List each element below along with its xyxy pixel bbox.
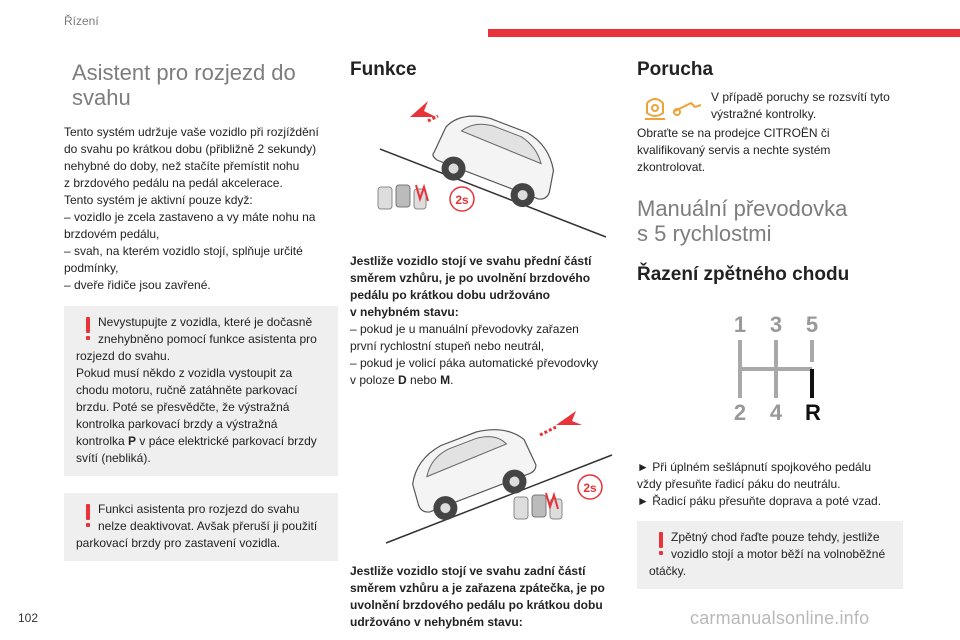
two-seconds-badge: 2s bbox=[583, 481, 597, 495]
text-line: Jestliže vozidlo stojí ve svahu přední č… bbox=[350, 254, 592, 268]
text-fragment: . bbox=[450, 373, 454, 387]
gear-shift-pattern-diagram: 1 3 5 2 4 R bbox=[734, 312, 821, 425]
text-line: kvalifikovaný servis a nechte systém bbox=[637, 143, 831, 157]
fault-contact-text: Obraťte se na prodejce CITROËN či kvalif… bbox=[637, 125, 903, 176]
text-line: V případě poruchy se rozsvítí tyto bbox=[711, 90, 890, 104]
text-line: Funkci asistenta pro rozjezd do svahu bbox=[98, 502, 300, 516]
text-line: Pokud musí někdo z vozidla vystoupit za bbox=[76, 366, 293, 380]
warning-box-reverse: Zpětný chod řaďte pouze tehdy, jestliže … bbox=[637, 521, 903, 589]
text-fragment-bold: M bbox=[440, 373, 451, 387]
text-line: z brzdového pedálu na pedál akcelerace. bbox=[64, 176, 283, 190]
gear-label-2: 2 bbox=[734, 400, 746, 425]
conditions-list: – pokud je u manuální převodovky zařazen… bbox=[350, 321, 616, 389]
text-line: – vozidlo je zcela zastaveno a vy máte n… bbox=[64, 210, 316, 224]
text-line: vozidlo stojí a motor běží na volnoběžné bbox=[671, 547, 886, 561]
text-line: ► Řadicí páku přesuňte doprava a poté vz… bbox=[637, 494, 882, 508]
uphill-car-illustration: 2s bbox=[377, 101, 607, 238]
gear-label-3: 3 bbox=[770, 312, 782, 337]
gear-label-4: 4 bbox=[770, 400, 783, 425]
warning-box-do-not-exit: Nevystupujte z vozidla, které je dočasně… bbox=[64, 306, 338, 476]
text-line: zkontrolovat. bbox=[637, 160, 706, 174]
text-line: Zpětný chod řaďte pouze tehdy, jestliže bbox=[671, 530, 880, 544]
title-line: Manuální převodovka bbox=[637, 196, 848, 221]
text-line: svítí (nebliká). bbox=[76, 451, 151, 465]
text-line: otáčky. bbox=[649, 564, 687, 578]
title-fault: Porucha bbox=[637, 59, 714, 80]
page-number: 102 bbox=[18, 611, 39, 625]
text-line: brzdu. Poté se přesvědčte, že výstražná bbox=[76, 400, 290, 414]
text-line: výstražné kontrolky. bbox=[711, 107, 817, 121]
uphill-forward-text: Jestliže vozidlo stojí ve svahu přední č… bbox=[350, 253, 616, 321]
text-fragment-bold: D bbox=[398, 373, 407, 387]
text-line: rozjezd do svahu. bbox=[76, 349, 171, 363]
text-line: – svah, na kterém vozidlo stojí, splňuje… bbox=[64, 244, 303, 258]
text-line: ► Při úplném sešlápnutí spojkového pedál… bbox=[637, 460, 872, 474]
section-label: Řízení bbox=[64, 14, 99, 28]
text-line-mixed: v poloze D nebo M. bbox=[350, 372, 616, 389]
reverse-gear-steps: ► Při úplném sešlápnutí spojkového pedál… bbox=[637, 459, 903, 510]
title-reverse-gear: Řazení zpětného chodu bbox=[637, 264, 850, 285]
title-line: svahu bbox=[72, 85, 131, 110]
column-hill-start: Asistent pro rozjezd do svahu Tento syst… bbox=[64, 50, 338, 561]
downhill-car-illustration: 2s bbox=[385, 411, 613, 544]
text-line: Obraťte se na prodejce CITROËN či bbox=[637, 126, 830, 140]
text-line: podmínky, bbox=[64, 261, 119, 275]
text-line: – pokud je volicí páka automatické převo… bbox=[350, 356, 599, 370]
text-line: uvolnění brzdového pedálu po krátkou dob… bbox=[350, 598, 603, 612]
text-line: první rychlostní stupeň nebo neutrál, bbox=[350, 339, 545, 353]
text-line-mixed: kontrolka P v páce elektrické parkovací … bbox=[76, 433, 326, 450]
text-line: Tento systém je aktivní pouze když: bbox=[64, 193, 253, 207]
text-line: – dveře řidiče jsou zavřené. bbox=[64, 278, 211, 292]
gear-label-5: 5 bbox=[806, 312, 818, 337]
text-line: kontrolka parkovací brzdy a výstražná bbox=[76, 417, 278, 431]
text-line: Jestliže vozidlo stojí ve svahu zadní čá… bbox=[350, 564, 586, 578]
title-manual-gearbox: Manuální převodovka s 5 rychlostmi bbox=[637, 196, 903, 246]
fault-warning-row: V případě poruchy se rozsvítí tyto výstr… bbox=[637, 89, 903, 135]
text-line: chodu motoru, ručně zatáhněte parkovací bbox=[76, 383, 298, 397]
watermark: carmanualsonline.info bbox=[690, 608, 870, 628]
gear-label-1: 1 bbox=[734, 312, 746, 337]
text-fragment: kontrolka bbox=[76, 434, 129, 448]
text-line: nehybné do doby, než stačíte přemístit n… bbox=[64, 159, 300, 173]
text-fragment-bold: P bbox=[128, 434, 137, 448]
uphill-reverse-text: Jestliže vozidlo stojí ve svahu zadní čá… bbox=[350, 563, 616, 631]
warning-lamps-icon bbox=[645, 98, 702, 120]
text-line: do svahu po krátkou dobu (přibližně 2 se… bbox=[64, 142, 317, 156]
title-line: Asistent pro rozjezd do bbox=[72, 60, 296, 85]
text-line: vždy přesuňte řadicí páku do neutrálu. bbox=[637, 477, 841, 491]
gear-label-reverse: R bbox=[805, 400, 821, 425]
text-line: brzdovém pedálu, bbox=[64, 227, 160, 241]
title-function: Funkce bbox=[350, 59, 417, 80]
text-line: znehybněno pomocí funkce asistenta pro bbox=[98, 332, 317, 346]
text-line: pedálu po krátkou dobu udržováno bbox=[350, 288, 551, 302]
intro-text: Tento systém udržuje vaše vozidlo při ro… bbox=[64, 124, 338, 294]
title-hill-start: Asistent pro rozjezd do svahu bbox=[72, 60, 338, 110]
two-seconds-badge: 2s bbox=[455, 193, 469, 207]
text-line: směrem vzhůru a je zařazena zpátečka, je… bbox=[350, 581, 605, 595]
text-line: Tento systém udržuje vaše vozidlo při ro… bbox=[64, 125, 319, 139]
text-fragment: v poloze bbox=[350, 373, 399, 387]
text-line: udržováno v nehybném stavu: bbox=[350, 615, 523, 629]
text-line: parkovací brzdy pro zastavení vozidla. bbox=[76, 536, 281, 550]
warning-exclamation-icon bbox=[86, 504, 90, 527]
text-line: nelze deaktivovat. Avšak přeruší ji použ… bbox=[98, 519, 318, 533]
title-line: s 5 rychlostmi bbox=[637, 221, 772, 246]
text-fragment: nebo bbox=[406, 373, 441, 387]
warning-box-cannot-deactivate: Funkci asistenta pro rozjezd do svahu ne… bbox=[64, 493, 338, 561]
warning-exclamation-icon bbox=[86, 317, 90, 340]
text-line: v nehybném stavu: bbox=[350, 305, 459, 319]
column-fault: Porucha V případě poruchy se rozsvítí ty… bbox=[637, 50, 903, 589]
text-fragment: v páce elektrické parkovací brzdy bbox=[136, 434, 317, 448]
warning-exclamation-icon bbox=[659, 532, 663, 555]
column-function: Funkce 2s Jestliže vozidlo stojí ve svah… bbox=[350, 50, 616, 631]
header-accent-bar bbox=[488, 29, 960, 37]
text-line: – pokud je u manuální převodovky zařazen bbox=[350, 322, 579, 336]
text-line: Nevystupujte z vozidla, které je dočasně bbox=[98, 315, 313, 329]
text-line: směrem vzhůru, je po uvolnění brzdového bbox=[350, 271, 591, 285]
